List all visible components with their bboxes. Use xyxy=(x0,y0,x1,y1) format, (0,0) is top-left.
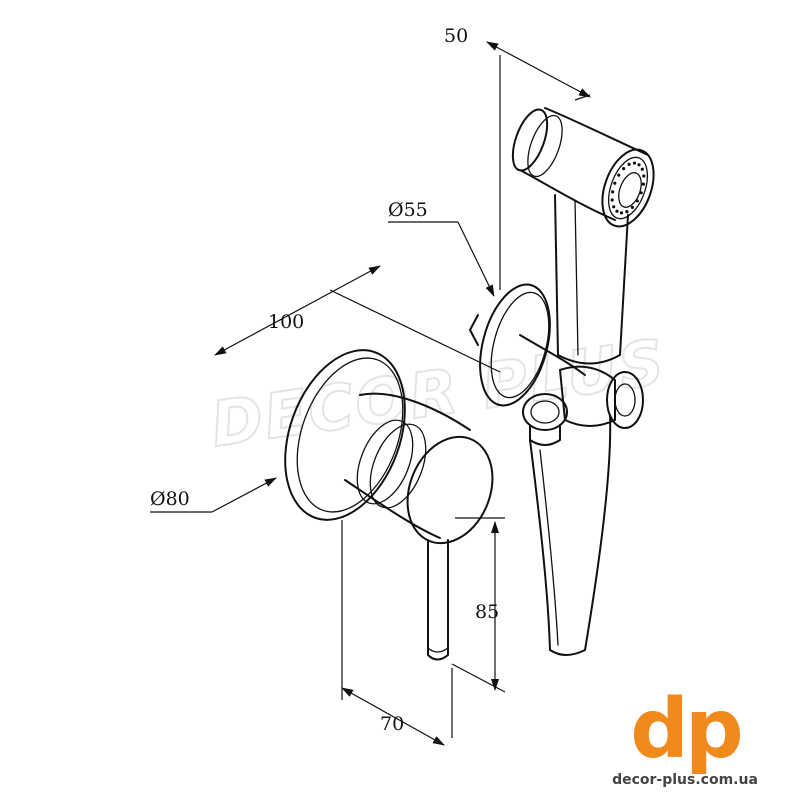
brand-logo: dp decor-plus.com.ua xyxy=(600,682,770,789)
nozzle-hole xyxy=(611,190,615,194)
nozzle-hole xyxy=(627,162,631,166)
nozzle-hole xyxy=(635,199,639,203)
dim-holder-diameter: Ø55 xyxy=(388,199,428,221)
nozzle-hole xyxy=(641,182,646,186)
nozzle-hole xyxy=(619,211,624,215)
nozzle-hole xyxy=(625,210,629,214)
spray-cradle xyxy=(559,365,616,427)
nozzle-hole xyxy=(617,173,621,177)
nozzle-hole xyxy=(615,209,619,213)
spray-handle xyxy=(554,194,629,365)
mixer-body xyxy=(359,392,471,431)
hose xyxy=(529,414,612,656)
dim-rosette-diameter: Ø80 xyxy=(150,488,190,510)
dimensions: 50 Ø55 100 Ø80 85 70 xyxy=(150,25,591,746)
nozzle-hole xyxy=(612,205,616,209)
spray-head xyxy=(544,107,649,156)
dim-projection: 100 xyxy=(268,311,304,333)
hose-connector xyxy=(522,393,568,431)
mixer-front-face xyxy=(406,435,494,545)
watermark: DECOR PLUS xyxy=(207,325,671,461)
nozzle-hole xyxy=(622,167,626,171)
dim-lever-depth: 70 xyxy=(380,713,404,735)
mixer-ring xyxy=(356,419,414,505)
holder-plate xyxy=(479,283,551,407)
brand-url: decor-plus.com.ua xyxy=(612,772,758,788)
nozzle-hole xyxy=(613,181,617,185)
mixer-ring-2 xyxy=(369,423,427,509)
spray-set xyxy=(469,107,655,656)
nozzle-hole xyxy=(642,174,646,178)
holder-arm xyxy=(519,334,586,376)
nozzle-hole xyxy=(610,198,614,202)
nozzle-hole xyxy=(632,161,637,165)
lever xyxy=(427,539,449,661)
nozzle-hole xyxy=(640,167,644,171)
spray-nozzle-face xyxy=(601,148,655,228)
brand-logo-mark: dp xyxy=(630,682,743,777)
nozzle-hole xyxy=(630,205,635,209)
dim-lever-height: 85 xyxy=(475,601,499,623)
spray-nozzle-holes xyxy=(610,161,646,215)
nozzle-hole xyxy=(637,163,641,167)
rosette-inner-edge xyxy=(296,357,404,513)
nozzle-hole xyxy=(639,191,643,195)
dim-spray-width: 50 xyxy=(444,25,468,47)
